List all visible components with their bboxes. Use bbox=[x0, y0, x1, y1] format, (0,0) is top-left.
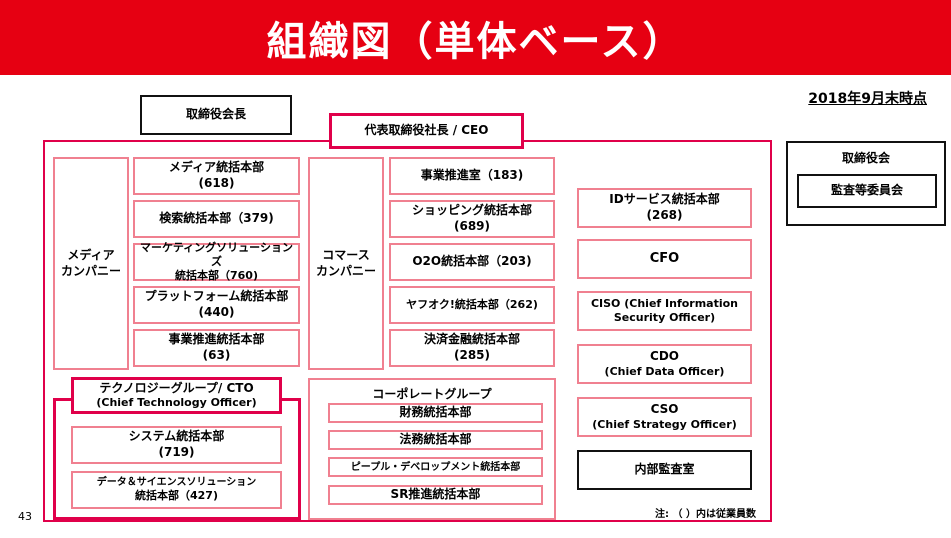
commerce-unit-4: ヤフオク!統括本部（262) bbox=[389, 286, 555, 324]
corporate-unit-2-name: 法務統括本部 bbox=[399, 432, 472, 447]
media-unit-5: 事業推進統括本部 (63) bbox=[133, 329, 300, 367]
right-unit-4-name: CDO bbox=[650, 349, 679, 364]
media-unit-1-name: メディア統括本部 bbox=[168, 160, 265, 175]
commerce-unit-5: 決済金融統括本部 (285) bbox=[389, 329, 555, 367]
corporate-unit-1-name: 財務統括本部 bbox=[399, 405, 472, 420]
technology-unit-2: データ＆サイエンスソリューション 統括本部（427) bbox=[71, 471, 282, 509]
commerce-unit-2-count: (689) bbox=[453, 219, 491, 233]
media-unit-2: 検索統括本部（379) bbox=[133, 200, 300, 238]
board-box: 取締役会 監査等委員会 bbox=[786, 141, 946, 226]
right-unit-3: CISO (Chief Information Security Officer… bbox=[577, 291, 752, 331]
media-unit-1-count: (618) bbox=[198, 176, 235, 190]
commerce-company-label-1: コマース bbox=[322, 247, 370, 262]
audit-committee-label: 監査等委員会 bbox=[830, 183, 903, 198]
right-unit-4: CDO (Chief Data Officer) bbox=[577, 344, 752, 384]
technology-group-title-box: テクノロジーグループ/ CTO (Chief Technology Office… bbox=[71, 377, 282, 414]
commerce-unit-5-name: 決済金融統括本部 bbox=[423, 332, 520, 347]
corporate-unit-3: ピープル・デベロップメント統括本部 bbox=[328, 457, 543, 477]
commerce-unit-5-count: (285) bbox=[453, 348, 491, 362]
right-unit-2: CFO bbox=[577, 239, 752, 279]
corporate-unit-3-name: ピープル・デベロップメント統括本部 bbox=[350, 461, 521, 473]
corporate-group-frame: コーポレートグループ bbox=[308, 378, 556, 520]
media-unit-4-name: プラットフォーム統括本部 bbox=[144, 289, 289, 304]
right-unit-1: IDサービス統括本部 (268) bbox=[577, 188, 752, 228]
footnote: 注: （ ）内は従業員数 bbox=[655, 509, 756, 520]
media-unit-4-count: (440) bbox=[198, 305, 235, 319]
corporate-group-title: コーポレートグループ bbox=[372, 387, 492, 401]
media-company-label-1: メディア bbox=[67, 247, 115, 262]
media-unit-4: プラットフォーム統括本部 (440) bbox=[133, 286, 300, 324]
commerce-unit-1-name: 事業推進室（183) bbox=[420, 168, 524, 183]
internal-audit-label: 内部監査室 bbox=[634, 462, 695, 477]
technology-unit-1-name: システム統括本部 bbox=[128, 429, 225, 444]
ceo-box: 代表取締役社長 / CEO bbox=[329, 113, 524, 149]
commerce-company-label-2: カンパニー bbox=[315, 263, 376, 278]
audit-committee-box: 監査等委員会 bbox=[797, 174, 937, 208]
right-unit-3-sub: Security Officer) bbox=[613, 311, 716, 324]
media-unit-1: メディア統括本部 (618) bbox=[133, 157, 300, 195]
corporate-unit-1: 財務統括本部 bbox=[328, 403, 543, 423]
media-unit-3: マーケティングソリューションズ 統括本部（760) bbox=[133, 240, 300, 283]
page-title: 組織図（単体ベース） bbox=[266, 18, 685, 65]
corporate-unit-4-name: SR推進統括本部 bbox=[390, 487, 481, 502]
page-number: 43 bbox=[18, 510, 32, 523]
media-unit-3-count: 統括本部（760) bbox=[175, 269, 258, 283]
commerce-unit-1: 事業推進室（183) bbox=[389, 157, 555, 195]
right-unit-1-name: IDサービス統括本部 bbox=[609, 192, 720, 207]
commerce-unit-2-name: ショッピング統括本部 bbox=[411, 203, 532, 218]
right-unit-5: CSO (Chief Strategy Officer) bbox=[577, 397, 752, 437]
technology-unit-2-count: 統括本部（427) bbox=[135, 489, 218, 503]
right-unit-3-name: CISO (Chief Information bbox=[590, 296, 739, 310]
technology-unit-1-count: (719) bbox=[158, 445, 195, 459]
right-unit-1-sub: (268) bbox=[646, 208, 683, 222]
commerce-company-box: コマース カンパニー bbox=[308, 157, 384, 370]
right-unit-5-sub: (Chief Strategy Officer) bbox=[592, 417, 737, 431]
corporate-unit-4: SR推進統括本部 bbox=[328, 485, 543, 505]
technology-unit-1: システム統括本部 (719) bbox=[71, 426, 282, 464]
right-unit-2-name: CFO bbox=[649, 250, 680, 266]
media-company-box: メディア カンパニー bbox=[53, 157, 129, 370]
media-unit-3-name: マーケティングソリューションズ bbox=[140, 240, 293, 268]
technology-group-title: テクノロジーグループ/ CTO bbox=[99, 380, 254, 395]
commerce-unit-4-name: ヤフオク!統括本部（262) bbox=[406, 297, 538, 311]
technology-unit-2-name: データ＆サイエンスソリューション bbox=[96, 477, 257, 489]
media-unit-5-name: 事業推進統括本部 bbox=[168, 332, 265, 347]
chairman-box: 取締役会長 bbox=[140, 95, 292, 135]
chairman-label: 取締役会長 bbox=[185, 107, 246, 122]
media-unit-2-name: 検索統括本部（379) bbox=[159, 211, 274, 226]
internal-audit-box: 内部監査室 bbox=[577, 450, 752, 490]
board-label: 取締役会 bbox=[841, 151, 890, 165]
media-company-label-2: カンパニー bbox=[60, 263, 121, 278]
corporate-unit-2: 法務統括本部 bbox=[328, 430, 543, 450]
commerce-unit-3-name: O2O統括本部（203) bbox=[412, 254, 532, 269]
commerce-unit-3: O2O統括本部（203) bbox=[389, 243, 555, 281]
as-of-date: 2018年9月末時点 bbox=[808, 91, 927, 107]
technology-group-subtitle: (Chief Technology Officer) bbox=[96, 396, 257, 410]
header-bar: 組織図（単体ベース） bbox=[0, 0, 951, 75]
commerce-unit-2: ショッピング統括本部 (689) bbox=[389, 200, 555, 238]
media-unit-5-count: (63) bbox=[202, 348, 231, 362]
right-unit-5-name: CSO bbox=[650, 402, 679, 417]
ceo-label: 代表取締役社長 / CEO bbox=[364, 123, 489, 138]
right-unit-4-sub: (Chief Data Officer) bbox=[604, 364, 725, 378]
